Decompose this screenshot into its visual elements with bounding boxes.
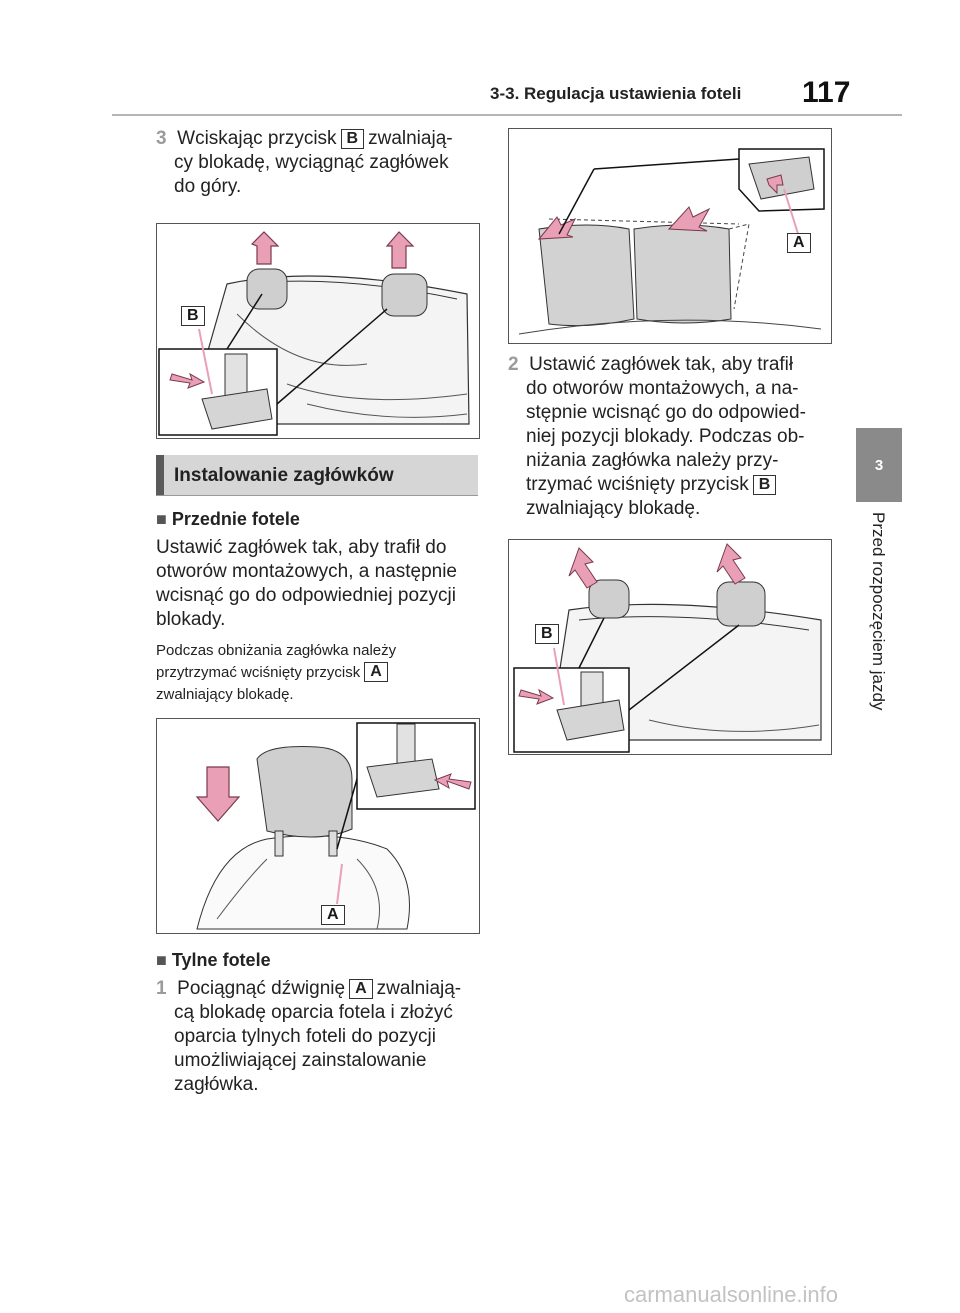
step-text: do góry.: [174, 176, 242, 197]
folded-seat-illustration: [518, 148, 825, 335]
bullet-square-icon: ■: [156, 509, 167, 529]
step-text: zwalniają-: [376, 978, 462, 999]
header-divider: [112, 114, 902, 116]
step-text: stępnie wcisnąć go do odpowied-: [526, 402, 806, 423]
label-b: B: [181, 306, 205, 326]
step-text: cy blokadę, wyciągnąć zagłówek: [174, 152, 449, 173]
step-text: oparcia tylnych foteli do pozycji: [174, 1026, 436, 1047]
label-a: A: [321, 905, 345, 925]
step-text: zagłówka.: [174, 1074, 259, 1095]
step-text: do otworów montażowych, a na-: [526, 378, 799, 399]
paragraph-line: Ustawić zagłówek tak, aby trafił do: [156, 537, 447, 558]
key-b-badge: B: [340, 129, 365, 149]
paragraph-line: otworów montażowych, a następnie: [156, 561, 457, 582]
paragraph-line: blokady.: [156, 609, 226, 630]
rear-seat-install-illustration: [513, 543, 822, 753]
note-line: Podczas obniżania zagłówka należy: [156, 642, 397, 659]
bullet-square-icon: ■: [156, 950, 167, 970]
key-b-badge: B: [752, 475, 777, 495]
step-text: zwalniają-: [368, 128, 453, 149]
step-number: 1: [156, 978, 167, 999]
step-text: Wciskając przycisk: [177, 128, 337, 149]
figure-front-headrest-install: A: [156, 718, 480, 934]
key-a-badge: A: [364, 662, 388, 682]
step-text: trzymać wciśnięty przycisk: [526, 474, 749, 495]
section-underline: [156, 495, 478, 496]
chapter-tab: 3: [856, 428, 902, 502]
subheading: Tylne fotele: [171, 950, 271, 970]
figure-rear-headrest-install: B: [508, 539, 832, 755]
step-text: cą blokadę oparcia fotela i złożyć: [174, 1002, 453, 1023]
chapter-number: 3: [874, 456, 884, 474]
step-text: zwalniający blokadę.: [526, 498, 701, 519]
step-text: umożliwiającej zainstalowanie: [174, 1050, 427, 1071]
step-2: 2 Ustawić zagłówek tak, aby trafił do ot…: [508, 353, 848, 521]
figure-rear-seatback-fold: A: [508, 128, 832, 344]
front-seat-illustration: [195, 722, 476, 930]
note-line: zwalniający blokadę.: [156, 686, 294, 703]
section-title: 3-3. Regulacja ustawienia foteli: [490, 84, 742, 103]
figure-rear-headrest-removal: B: [156, 223, 480, 439]
step-text: Pociągnąć dźwignię: [177, 978, 346, 999]
subheading: Przednie fotele: [171, 509, 300, 529]
step-number: 2: [508, 354, 519, 375]
rear-seat-illustration: [158, 231, 470, 436]
watermark: carmanualsonline.info: [624, 1282, 839, 1307]
note-line: przytrzymać wciśnięty przycisk: [156, 664, 361, 681]
step-text: Ustawić zagłówek tak, aby trafił: [529, 354, 794, 375]
chapter-title: Przed rozpoczęciem jazdy: [869, 512, 888, 711]
step-number: 3: [156, 128, 167, 149]
front-seats-block: ■ Przednie fotele Ustawić zagłówek tak, …: [156, 509, 486, 706]
step-text: niej pozycji blokady. Podczas ob-: [526, 426, 805, 447]
label-b: B: [535, 624, 559, 644]
section-heading: Instalowanie zagłówków: [156, 455, 478, 495]
page-number: 117: [802, 76, 851, 109]
paragraph-line: wcisnąć go do odpowiedniej pozycji: [156, 585, 456, 606]
label-a: A: [787, 233, 811, 253]
key-a-badge: A: [349, 979, 373, 999]
step-text: niżania zagłówka należy przy-: [526, 450, 779, 471]
